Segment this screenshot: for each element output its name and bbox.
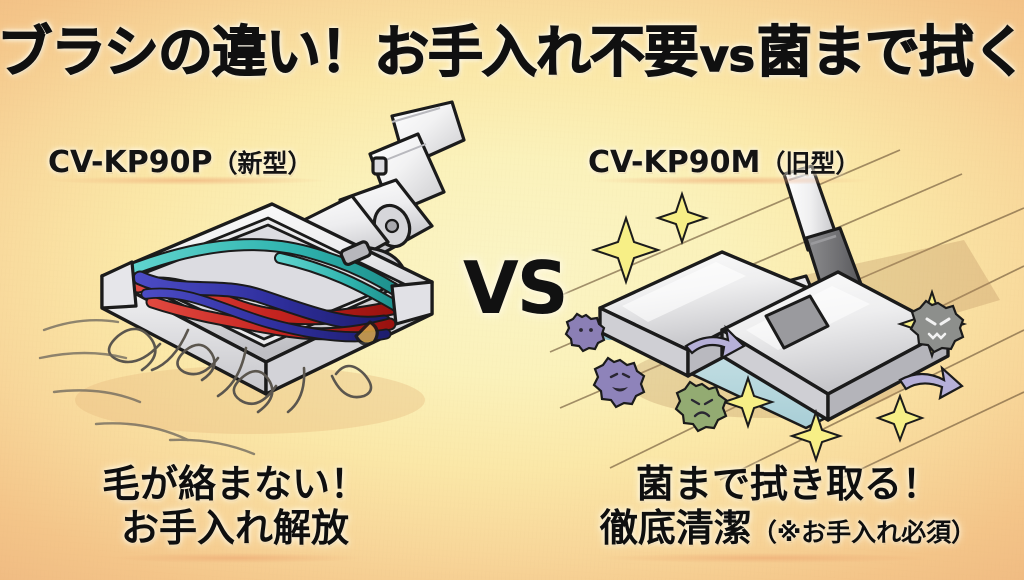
- germ-icon-gray-angry: [909, 299, 965, 354]
- illustration-motorized-brush-head: [38, 100, 470, 460]
- model-name-new: CV-KP90P: [48, 145, 213, 180]
- sparkle-icon: [875, 393, 925, 443]
- sparkle-icon: [654, 190, 710, 246]
- sparkle-icon: [720, 374, 776, 430]
- caption-left-line2: お手入れ解放: [120, 506, 349, 551]
- title-vs-token: vs: [699, 30, 755, 82]
- model-suffix-old: （旧型）: [760, 149, 861, 178]
- brush-bristles: [129, 238, 409, 343]
- arrow-group: [684, 324, 964, 401]
- page-title: ブラシの違い！お手入れ不要vs菌まで拭く: [0, 23, 1024, 82]
- caption-right-line1: 菌まで拭き取る！: [635, 462, 940, 506]
- motion-lines: [38, 319, 256, 456]
- model-label-old: CV-KP90M（旧型）: [588, 144, 860, 180]
- caption-left-line1: 毛が絡まない！: [101, 462, 368, 506]
- title-part-1: ブラシの違い！お手入れ不要: [0, 19, 700, 84]
- germ-group: [564, 299, 965, 433]
- caption-shadow-left: [112, 553, 362, 563]
- germ-icon-purple-smiling: [592, 356, 646, 409]
- sparkle-icon: [788, 408, 844, 464]
- caption-shadow-right: [600, 553, 930, 563]
- label-underline-right: [592, 176, 870, 185]
- vs-divider-label: VS: [463, 246, 569, 330]
- title-part-2: 菌まで拭く: [756, 19, 1024, 84]
- brush-end-caps: [100, 240, 434, 346]
- germ-icon-purple-small: [564, 312, 606, 353]
- caption-right-line2-main: 徹底清潔: [599, 506, 752, 551]
- germ-icon-green-frowning: [674, 380, 728, 433]
- loose-hair-strands: [107, 327, 373, 414]
- model-name-old: CV-KP90M: [588, 145, 761, 180]
- arrow-icon-left: [684, 324, 746, 361]
- model-label-new: CV-KP90P（新型）: [48, 144, 313, 180]
- caption-left: 毛が絡まない！ お手入れ解放: [0, 462, 470, 550]
- illustration-mop-head-on-floor: [549, 149, 1024, 481]
- caption-right-note: （※お手入れ必須）: [751, 518, 977, 548]
- label-underline-left: [52, 176, 324, 185]
- model-suffix-new: （新型）: [212, 149, 313, 178]
- arrow-icon-right: [898, 365, 964, 401]
- center-nozzle: [764, 294, 830, 350]
- caption-right: 菌まで拭き取る！ 徹底清潔（※お手入れ必須）: [552, 462, 1024, 550]
- caption-right-line2: 徹底清潔（※お手入れ必須）: [552, 506, 1024, 550]
- brush-head-shadow: [75, 366, 425, 434]
- sparkle-icon: [590, 214, 662, 286]
- headline-banner: ブラシの違い！お手入れ不要vs菌まで拭く: [0, 6, 1024, 98]
